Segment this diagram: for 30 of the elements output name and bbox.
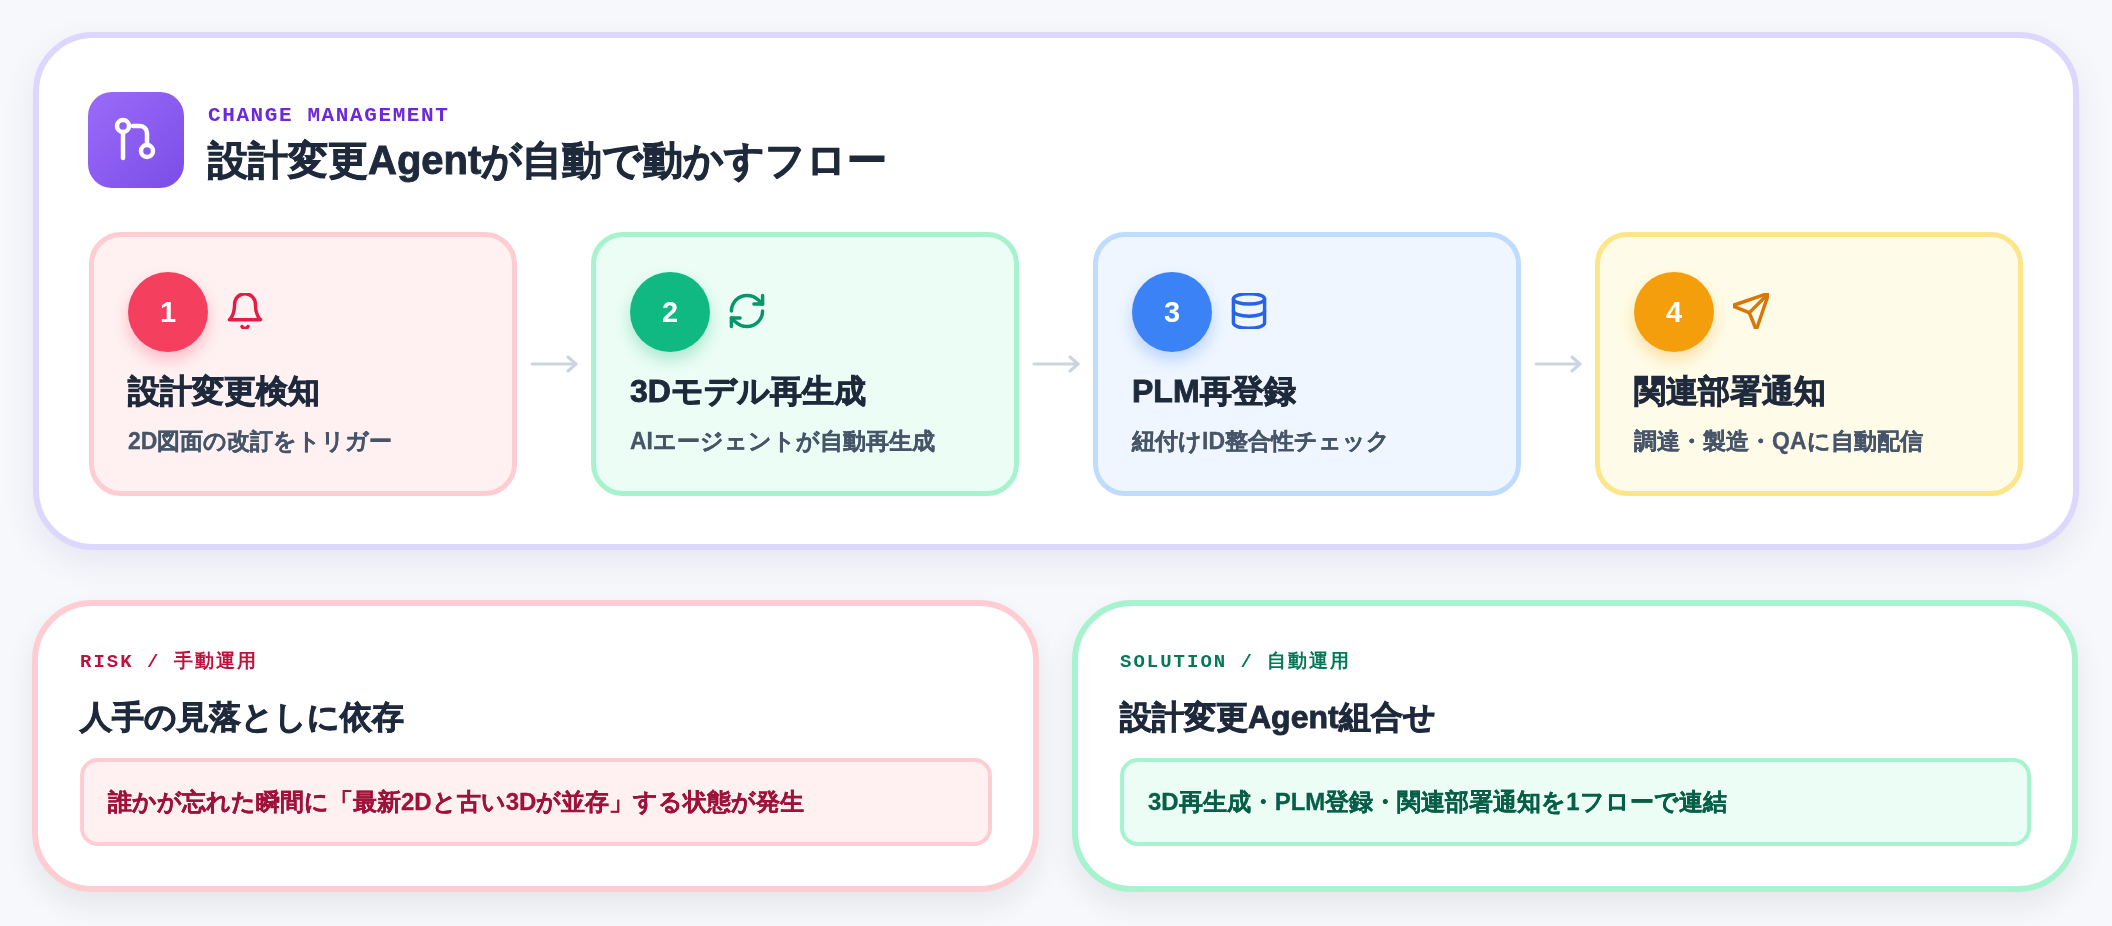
panel-title: 設計変更Agentが自動で動かすフロー bbox=[208, 137, 888, 184]
solution-note: 3D再生成・PLM登録・関連部署通知を1フローで連結 bbox=[1120, 758, 2031, 846]
step-description: 2D図面の改訂をトリガー bbox=[128, 427, 393, 456]
warning-note: 誰かが忘れた瞬間に「最新2Dと古い3Dが並存」する状態が発生 bbox=[80, 758, 992, 846]
flow-panel bbox=[33, 32, 2079, 550]
step-number-badge: 4 bbox=[1634, 272, 1714, 352]
arrow bbox=[530, 355, 578, 373]
eyebrow-label: SOLUTION / 自動運用 bbox=[1120, 651, 1352, 673]
step-title: 設計変更検知 bbox=[128, 372, 320, 411]
eyebrow-label: CHANGE MANAGEMENT bbox=[208, 104, 450, 128]
step-card bbox=[89, 232, 517, 496]
arrow bbox=[1032, 355, 1080, 373]
step-title: 3Dモデル再生成 bbox=[630, 372, 866, 411]
eyebrow-label: RISK / 手動運用 bbox=[80, 651, 258, 673]
step-card bbox=[1595, 232, 2023, 496]
solution-card bbox=[1072, 600, 2078, 892]
step-card bbox=[1093, 232, 1521, 496]
step-number-badge: 2 bbox=[630, 272, 710, 352]
risk-card bbox=[32, 600, 1039, 892]
step-card bbox=[591, 232, 1019, 496]
arrow bbox=[1534, 355, 1582, 373]
step-description: 調達・製造・QAに自動配信 bbox=[1634, 427, 1923, 456]
card-title: 人手の見落としに依存 bbox=[80, 698, 404, 737]
card-title: 設計変更Agent組合せ bbox=[1120, 698, 1436, 737]
step-description: 紐付けID整合性チェック bbox=[1132, 427, 1390, 456]
step-description: AIエージェントが自動再生成 bbox=[630, 427, 935, 456]
step-number-badge: 3 bbox=[1132, 272, 1212, 352]
step-number-badge: 1 bbox=[128, 272, 208, 352]
step-title: 関連部署通知 bbox=[1634, 372, 1826, 411]
step-title: PLM再登録 bbox=[1132, 372, 1296, 411]
